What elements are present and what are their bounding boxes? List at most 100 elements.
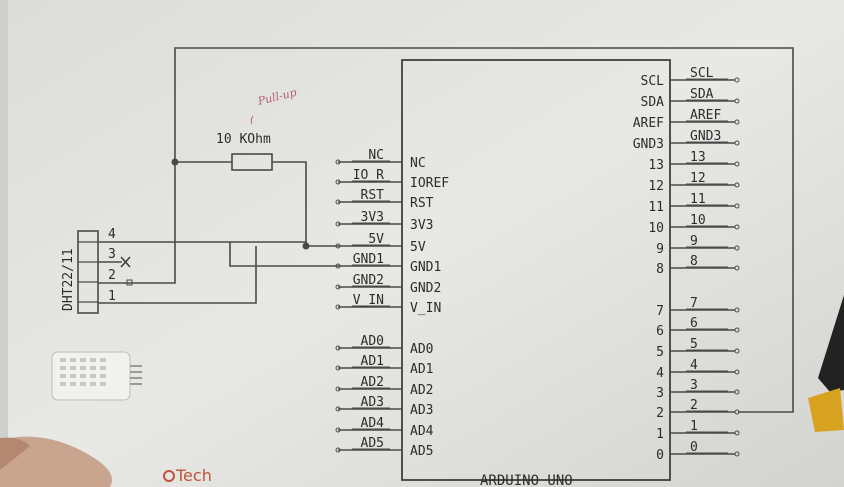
right-pin-terminal (734, 140, 740, 146)
left-pin-label: GND2 (410, 281, 441, 296)
left-pin-terminal (335, 179, 341, 185)
left-pin-label: AD4 (410, 424, 434, 439)
sensor-connector (77, 230, 99, 314)
right-pin-label: 12 (648, 179, 664, 194)
right-pin-label: 13 (648, 158, 664, 173)
right-pin-label: AREF (633, 116, 664, 131)
left-pin-group: NCNCIO_RIOREFRSTRST3V33V35V5VGND1GND1GND… (335, 148, 449, 459)
arduino-body (401, 59, 671, 481)
right-pin-terminal (734, 203, 740, 209)
resistor-lead-right (272, 161, 307, 246)
left-pin-label: AD3 (410, 403, 433, 418)
left-net-label: 3V3 (361, 210, 384, 225)
right-pin-label: 5 (656, 345, 664, 360)
right-pin-terminal (734, 430, 740, 436)
right-net-label: 13 (690, 150, 706, 165)
wire-gnd-a (98, 246, 257, 304)
left-pin-terminal (335, 447, 341, 453)
left-net-label: AD0 (361, 334, 384, 349)
left-pin-terminal (335, 263, 341, 269)
right-net-label: 1 (690, 419, 698, 434)
left-pin-terminal (335, 406, 341, 412)
left-pin-label: RST (410, 196, 434, 211)
right-net-label: GND3 (690, 129, 721, 144)
finger-shadow (0, 437, 30, 470)
left-pin-terminal (335, 345, 341, 351)
right-pin-terminal (734, 369, 740, 375)
brand-logo: Tech (175, 466, 212, 485)
left-net-label: AD5 (361, 436, 384, 451)
right-pin-terminal (734, 161, 740, 167)
left-pin-terminal (335, 199, 341, 205)
left-pin-terminal (335, 159, 341, 165)
right-pin-terminal (734, 348, 740, 354)
left-pin-terminal (335, 243, 341, 249)
left-pin-terminal (335, 304, 341, 310)
left-pin-terminal (335, 427, 341, 433)
left-net-label: NC (368, 148, 384, 163)
right-pin-terminal (734, 307, 740, 313)
left-net-label: RST (361, 188, 385, 203)
right-pin-label: 4 (656, 366, 664, 381)
right-pin-label: 1 (656, 427, 664, 442)
annotation-mark (250, 115, 254, 125)
right-net-label: 2 (690, 398, 698, 413)
wire-data (98, 162, 176, 284)
top-loop-wire (174, 47, 794, 413)
right-net-label: 9 (690, 234, 698, 249)
left-pin-label: 5V (410, 240, 426, 255)
wire-gnd-b (229, 242, 338, 267)
right-net-label: 0 (690, 440, 698, 455)
left-pin-label: AD2 (410, 383, 433, 398)
right-pin-label: 7 (656, 304, 664, 319)
right-pin-terminal (734, 77, 740, 83)
left-pin-label: 3V3 (410, 218, 433, 233)
right-pin-label: 0 (656, 448, 664, 463)
right-pin-terminal (734, 119, 740, 125)
left-pin-label: AD5 (410, 444, 433, 459)
right-pin-terminal (734, 182, 740, 188)
right-pin-terminal (734, 389, 740, 395)
left-net-label: AD2 (361, 375, 384, 390)
right-pin-label: 6 (656, 324, 664, 339)
right-pin-label: 8 (656, 262, 664, 277)
pin-marker (126, 279, 133, 286)
right-pin-terminal (734, 409, 740, 415)
left-net-label: 5V (368, 232, 384, 247)
right-net-label: SCL (690, 66, 714, 81)
wire-5v (98, 241, 338, 247)
left-pin-label: GND1 (410, 260, 441, 275)
right-net-label: 6 (690, 316, 698, 331)
left-pin-terminal (335, 221, 341, 227)
logo-gear-icon (163, 470, 175, 482)
sensor-pin-3: 3 (108, 247, 116, 262)
pencil-ferrule (808, 388, 844, 432)
left-net-label: AD3 (361, 395, 384, 410)
right-net-label: SDA (690, 87, 714, 102)
sensor-module-photo (51, 351, 142, 401)
right-pin-label: 9 (656, 242, 664, 257)
right-net-label: 5 (690, 337, 698, 352)
sensor-name: DHT22/11 (61, 248, 76, 311)
right-pin-label: SDA (641, 95, 665, 110)
right-pin-group: SCLSCLSDASDAAREFAREFGND3GND3131312121111… (633, 66, 740, 463)
left-net-label: AD1 (361, 354, 384, 369)
right-pin-terminal (734, 265, 740, 271)
right-net-label: 10 (690, 213, 706, 228)
right-pin-terminal (734, 98, 740, 104)
right-pin-terminal (734, 327, 740, 333)
right-net-label: 4 (690, 358, 698, 373)
right-net-label: 3 (690, 378, 698, 393)
finger (0, 436, 112, 487)
left-pin-label: IOREF (410, 176, 449, 191)
no-connect-mark (120, 256, 131, 268)
sensor-pin-4: 4 (108, 227, 116, 242)
left-pin-label: V_IN (410, 301, 441, 316)
paper-sheet (8, 0, 844, 487)
right-pin-terminal (734, 245, 740, 251)
right-net-label: 8 (690, 254, 698, 269)
left-pin-label: AD1 (410, 362, 433, 377)
pencil-body (818, 295, 844, 392)
